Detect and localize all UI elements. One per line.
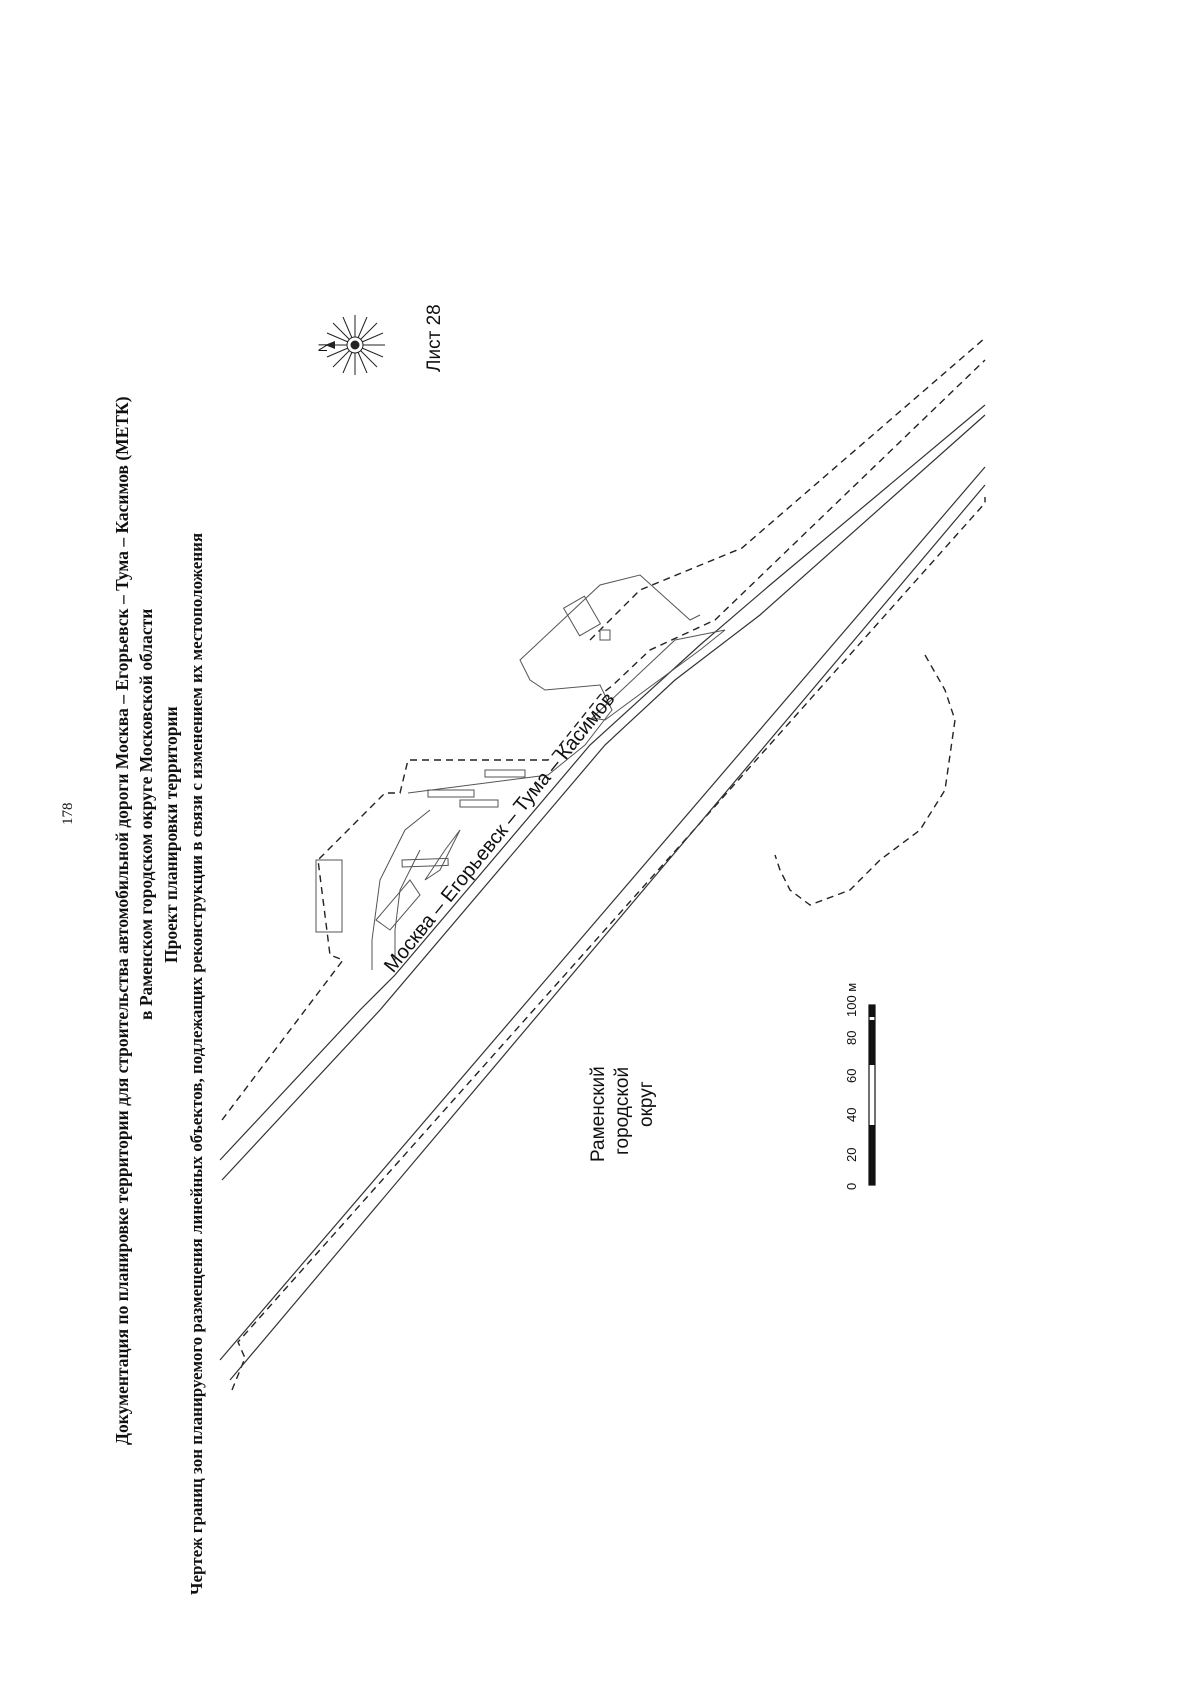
scale-bar — [868, 1004, 876, 1186]
site-area-outline — [407, 574, 701, 794]
zone-boundary-upper-right — [589, 337, 986, 641]
scale-tick-40: 40 — [844, 1107, 859, 1122]
parking-bay-3 — [459, 799, 499, 808]
zone-boundary-upper — [221, 359, 986, 1121]
district-label-line-3: округ — [636, 1081, 657, 1127]
district-label-line-1: Раменский — [588, 1066, 609, 1162]
zone-boundary-bulge — [774, 654, 956, 906]
parking-bay-2 — [427, 789, 475, 798]
parking-bay-1 — [401, 857, 449, 868]
scale-tick-80: 80 — [844, 1030, 859, 1045]
road-edge-4 — [219, 404, 986, 1161]
road-edge-3 — [221, 414, 986, 1181]
site-island-2 — [375, 879, 421, 931]
scale-tick-20: 20 — [844, 1147, 859, 1162]
road-edge-1 — [229, 484, 986, 1381]
parking-bay-4 — [484, 769, 526, 778]
zone-boundary-outer — [231, 497, 986, 1391]
district-label-line-2: городской — [612, 1066, 633, 1155]
compass-rose — [325, 315, 385, 375]
road-edge-2 — [219, 466, 986, 1361]
building-small — [599, 629, 611, 641]
scale-tick-100: 100 м — [844, 982, 859, 1017]
sheet-label: Лист 28 — [424, 304, 445, 372]
median-strip — [590, 629, 726, 721]
site-ramp-left — [371, 809, 431, 970]
site-ramp-right — [394, 849, 421, 960]
compass-north-label: N — [316, 343, 330, 352]
building-left — [315, 859, 343, 933]
building-right — [562, 595, 602, 637]
scale-tick-60: 60 — [844, 1068, 859, 1083]
scale-tick-0: 0 — [844, 1182, 859, 1190]
site-island-1 — [424, 829, 461, 881]
